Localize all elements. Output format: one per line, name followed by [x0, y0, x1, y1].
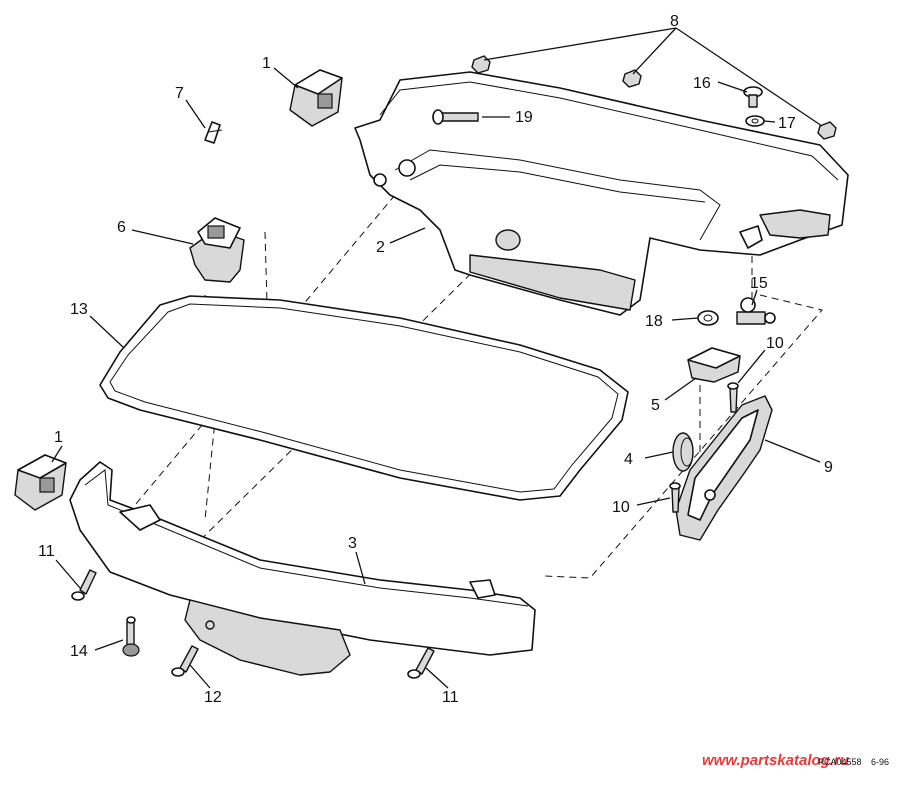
retainer-clip-part: [687, 347, 741, 383]
callout-15: 15: [750, 275, 768, 292]
callout-1-lower: 1: [54, 429, 63, 446]
callout-12: 12: [204, 689, 222, 706]
screw-19-part: [432, 109, 479, 125]
callout-5: 5: [651, 397, 660, 414]
callout-6: 6: [117, 219, 126, 236]
callout-18: 18: [645, 313, 663, 330]
spring-clip-part: [204, 121, 223, 144]
washer-part: [697, 310, 719, 326]
latch-bracket-part: [189, 217, 245, 283]
callout-19: 19: [515, 109, 533, 126]
cover-seal-part: [99, 295, 629, 501]
date-code: 6-96: [871, 757, 890, 767]
bolt-11-right-part: [407, 647, 435, 679]
latch-block-lower: [14, 454, 67, 511]
callout-8: 8: [670, 13, 679, 30]
screw-10-lower-part: [669, 482, 681, 513]
callout-4: 4: [624, 451, 633, 468]
washer-17-part: [745, 115, 765, 127]
grommet-part: [672, 432, 694, 472]
upper-cover-part: [354, 71, 849, 316]
stud-14-part: [122, 616, 140, 657]
callout-16: 16: [693, 75, 711, 92]
bolt-11-left-part: [71, 569, 97, 601]
callout-17: 17: [778, 115, 796, 132]
callout-1-upper: 1: [262, 55, 271, 72]
callout-11-left: 11: [38, 543, 55, 560]
reference-code: PCA04558: [818, 757, 862, 767]
latch-pin-part: [736, 297, 776, 325]
callout-7: 7: [175, 85, 184, 102]
callout-11-right: 11: [442, 689, 459, 706]
latch-block-upper: [289, 69, 343, 127]
callout-10-lower: 10: [612, 499, 630, 516]
callout-14: 14: [70, 643, 88, 660]
callout-3: 3: [348, 535, 357, 552]
hinge-plate-part: [675, 395, 773, 541]
callout-2: 2: [376, 239, 385, 256]
bolt-12-part: [171, 645, 199, 677]
callout-13: 13: [70, 301, 88, 318]
watermark-text: www.partskatalog.ru: [702, 752, 849, 769]
screw-10-upper-part: [727, 382, 739, 413]
screw-16-part: [743, 86, 763, 108]
leader-lines: [51, 27, 823, 689]
callout-labels: 1 7 8 16 17 19 6 2 13 15 18 10 5 4 9 10 …: [38, 13, 833, 706]
callout-10-upper: 10: [766, 335, 784, 352]
lower-cover-part: [69, 461, 536, 676]
callout-9: 9: [824, 459, 833, 476]
